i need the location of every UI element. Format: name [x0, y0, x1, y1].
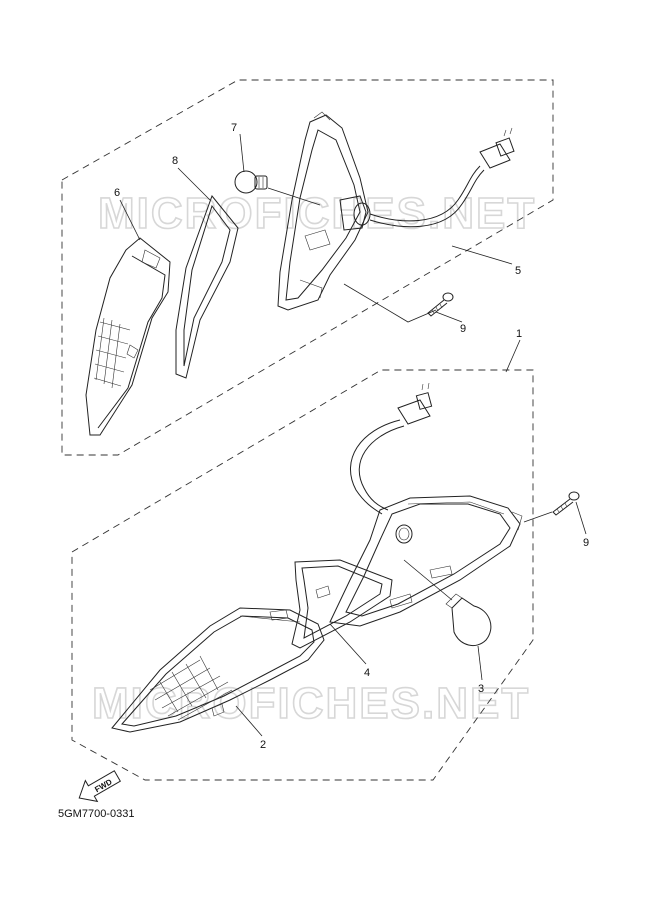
watermark-top: MICROFICHES.NET: [98, 189, 536, 238]
gasket-lower: [291, 559, 393, 649]
callout-4: 4: [364, 667, 370, 679]
callout-5: 5: [515, 265, 521, 277]
bulb-upper: [234, 170, 321, 206]
lens-lower: [111, 607, 325, 733]
callout-3: 3: [478, 683, 484, 695]
housing-upper: [277, 111, 515, 311]
lens-upper: [85, 237, 171, 436]
callout-8: 8: [172, 155, 178, 167]
assembly-5-boundary: [61, 79, 554, 456]
diagram-code: 5GM7700-0331: [58, 808, 135, 820]
gasket: [175, 194, 239, 379]
screw-upper: [343, 283, 454, 323]
housing-lower: [329, 382, 523, 627]
assembly-1-boundary: [71, 369, 534, 781]
callout-9-upper: 9: [460, 323, 466, 335]
screw-lower: [523, 491, 587, 535]
callout-1: 1: [516, 328, 522, 340]
callout-2: 2: [260, 739, 266, 751]
fwd-arrow-icon: FWD: [78, 770, 122, 803]
callout-6: 6: [114, 187, 120, 199]
fwd-label: FWD: [93, 777, 113, 794]
bulb-lower: [403, 559, 492, 681]
callout-9-lower: 9: [583, 537, 589, 549]
watermark-bottom: MICROFICHES.NET: [92, 679, 530, 728]
callout-7: 7: [231, 122, 237, 134]
